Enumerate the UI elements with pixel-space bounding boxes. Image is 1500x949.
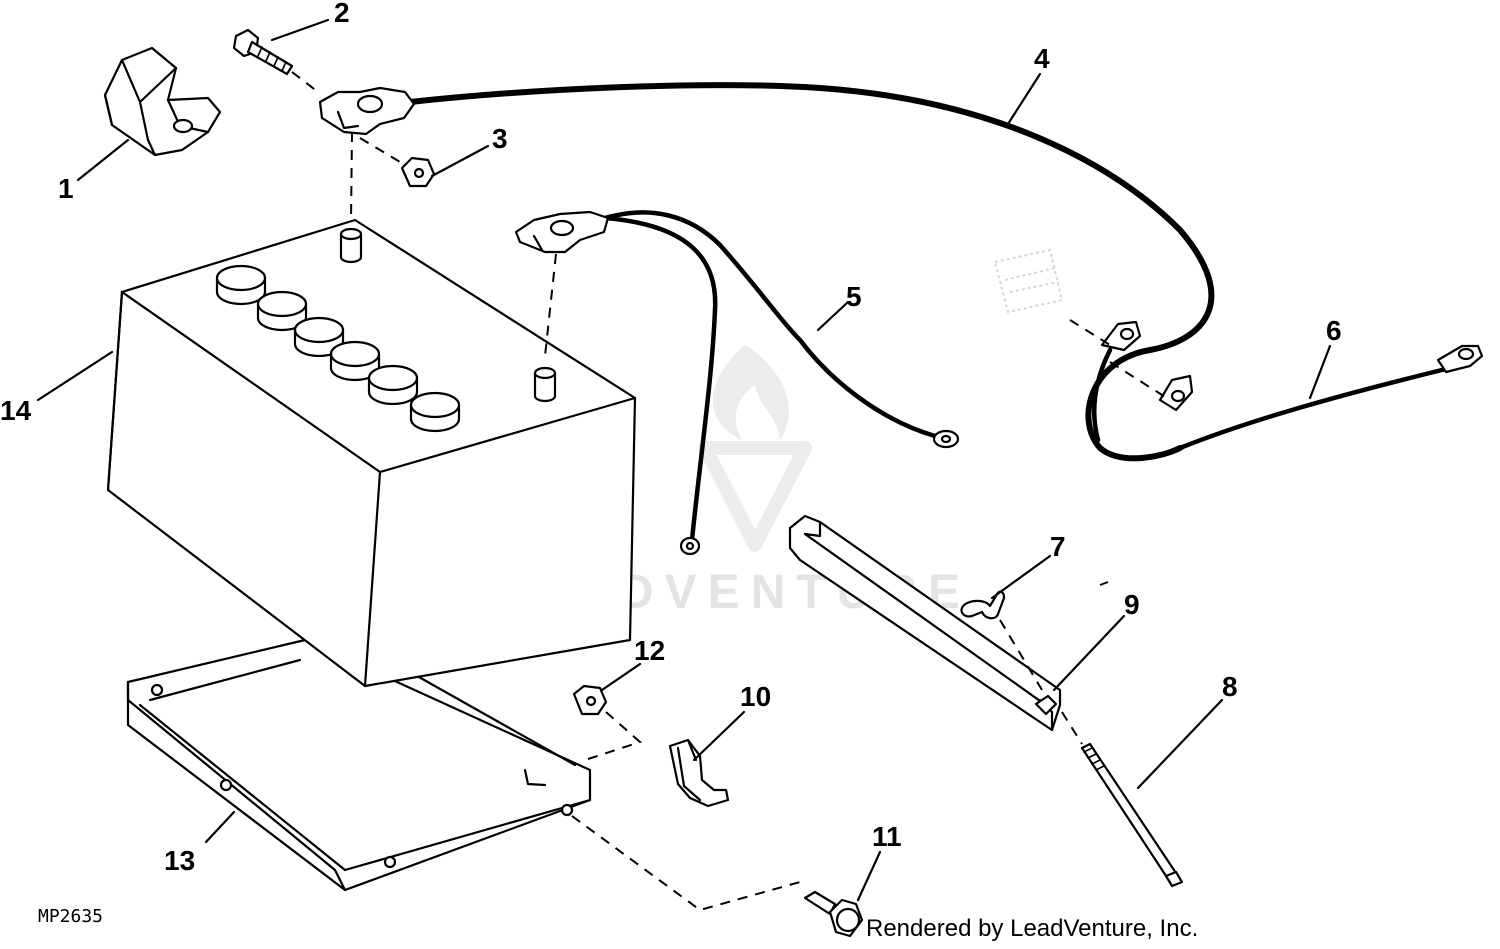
figure-id: MP2635 bbox=[38, 906, 103, 927]
terminal-post-positive bbox=[339, 227, 363, 264]
callout-13: 13 bbox=[164, 845, 195, 876]
leader-lines bbox=[36, 18, 1332, 902]
callout-14: 14 bbox=[0, 395, 32, 426]
terminal-cover bbox=[103, 46, 222, 157]
callout-labels: 1 2 3 4 5 6 7 8 9 10 11 12 13 14 bbox=[0, 0, 1342, 876]
terminal-post-negative bbox=[533, 366, 557, 403]
hold-down-rod bbox=[1080, 742, 1184, 888]
callout-3: 3 bbox=[492, 123, 508, 154]
terminal-bolt bbox=[232, 28, 294, 76]
assembly-guide-lines bbox=[291, 71, 1171, 912]
ground-cable bbox=[993, 248, 1484, 451]
hold-down-clamp bbox=[788, 514, 1062, 732]
battery bbox=[106, 218, 637, 688]
negative-battery-cable bbox=[514, 210, 960, 556]
terminal-nut bbox=[400, 156, 436, 188]
callout-1: 1 bbox=[58, 173, 74, 204]
positive-battery-cable bbox=[318, 82, 1215, 462]
mounting-bracket bbox=[668, 738, 730, 808]
callout-11: 11 bbox=[872, 821, 902, 852]
callout-6: 6 bbox=[1326, 315, 1342, 346]
callout-10: 10 bbox=[740, 681, 771, 712]
render-credit: Rendered by LeadVenture, Inc. bbox=[866, 915, 1198, 942]
callout-8: 8 bbox=[1222, 671, 1238, 702]
callout-4: 4 bbox=[1034, 43, 1050, 74]
tray-bolt bbox=[803, 890, 864, 938]
callout-2: 2 bbox=[334, 0, 350, 28]
callout-12: 12 bbox=[634, 635, 665, 666]
cell-caps bbox=[215, 264, 461, 433]
tray-nut bbox=[572, 684, 608, 716]
wing-nut bbox=[960, 590, 1006, 620]
callout-5: 5 bbox=[846, 281, 862, 312]
callout-7: 7 bbox=[1050, 531, 1066, 562]
callout-9: 9 bbox=[1124, 589, 1140, 620]
